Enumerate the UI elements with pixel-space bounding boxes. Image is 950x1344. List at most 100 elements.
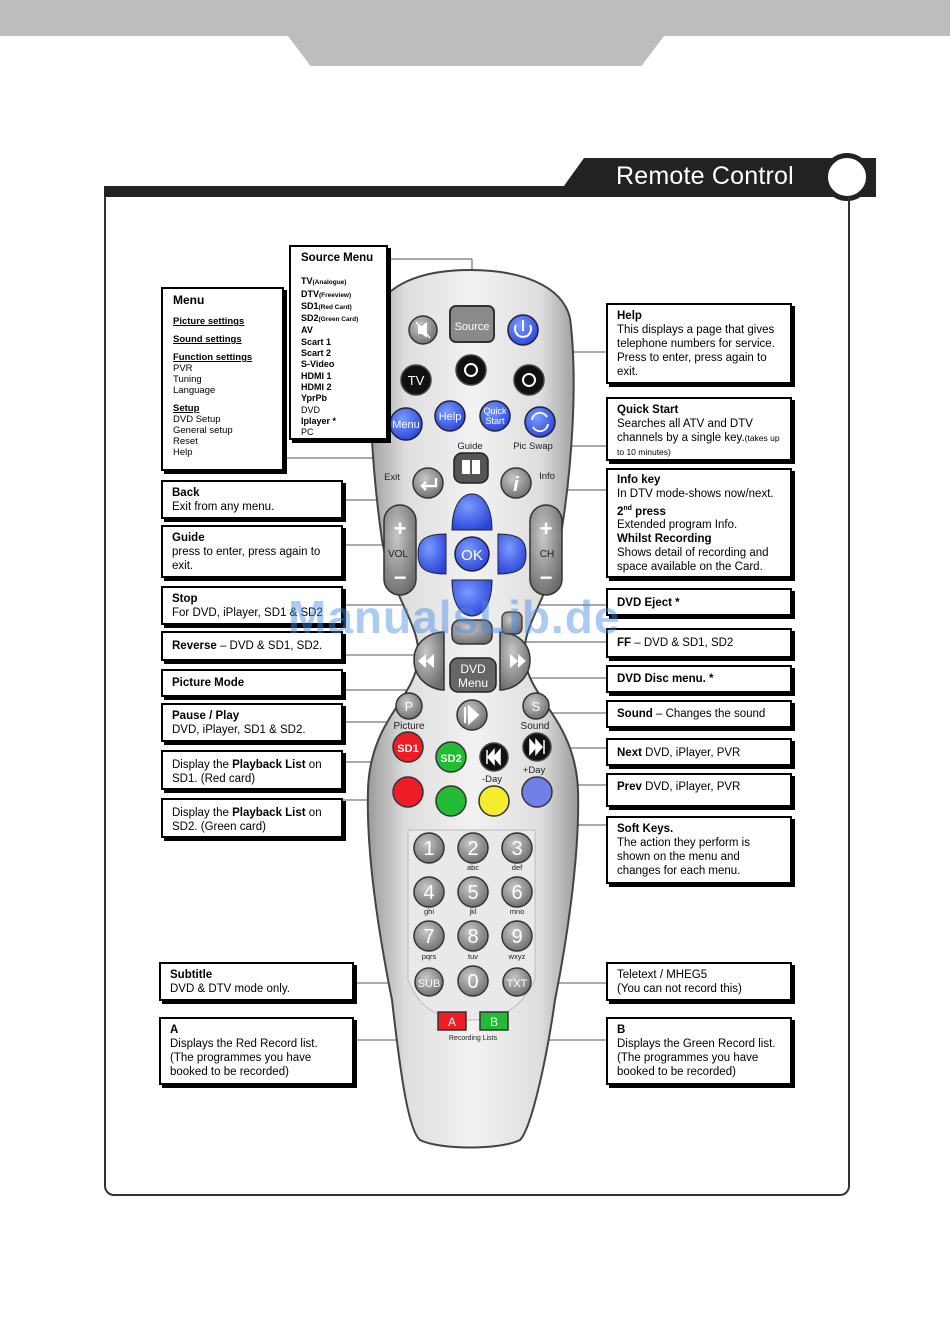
- svg-text:abc: abc: [467, 863, 479, 872]
- source-tv: TV(Analogue): [301, 276, 347, 287]
- svg-text:6: 6: [511, 882, 522, 904]
- yellow-soft-key: [478, 785, 510, 817]
- svg-text:DVD: DVD: [460, 662, 486, 676]
- svg-text:Start: Start: [485, 416, 505, 426]
- sd1-button: [392, 731, 424, 763]
- record-list-a-button: [437, 1011, 467, 1031]
- blue-soft-key: [521, 776, 553, 808]
- info-button: [500, 467, 532, 499]
- svg-text:Guide: Guide: [457, 441, 482, 452]
- soft-keys-callout: Soft Keys.The action they perform is sho…: [606, 816, 792, 884]
- svg-text:Menu: Menu: [392, 419, 420, 431]
- svg-text:Info: Info: [539, 471, 555, 482]
- dpad-right: [497, 533, 527, 575]
- svg-text:jkl: jkl: [468, 907, 476, 916]
- svg-text:Menu: Menu: [458, 676, 488, 690]
- dpad-left: [417, 533, 447, 575]
- source-sd2: SD2(Green Card): [301, 313, 359, 324]
- svg-text:A: A: [448, 1015, 456, 1029]
- watermark: ManualsLib.de: [288, 591, 621, 643]
- pic-swap-button: [524, 406, 556, 438]
- svg-text:ghi: ghi: [424, 907, 434, 916]
- svg-text:0: 0: [467, 971, 478, 993]
- header-bar: [104, 186, 624, 197]
- svg-text:Source: Source: [455, 321, 490, 333]
- svg-text:Picture: Picture: [393, 721, 425, 732]
- svg-text:Help: Help: [439, 411, 462, 423]
- menu-button: [389, 407, 423, 441]
- stop-button: [451, 619, 493, 645]
- dvd-menu-button: [449, 657, 497, 693]
- volume-rocker: [383, 504, 417, 596]
- svg-text:tuv: tuv: [468, 952, 478, 961]
- svg-text:+: +: [540, 516, 553, 541]
- svg-text:Recording Lists: Recording Lists: [449, 1035, 498, 1042]
- green-soft-key: [435, 785, 467, 817]
- tv-button: [400, 364, 432, 396]
- svg-text:SD1: SD1: [397, 743, 418, 755]
- dpad-up: [451, 493, 493, 531]
- guide-button: [453, 452, 489, 484]
- svg-text:mno: mno: [510, 907, 525, 916]
- page-title: Remote Control: [616, 162, 794, 190]
- dvd-disc-menu-callout: DVD Disc menu. *: [606, 665, 792, 693]
- menu-callout: Menu Picture settings Sound settings Fun…: [161, 287, 284, 471]
- svg-text:−: −: [540, 565, 553, 590]
- source-dtv: DTV(Freeview): [301, 288, 352, 299]
- info-key-callout: Info key In DTV mode-shows now/next. 2nd…: [606, 468, 792, 578]
- svg-text:+: +: [394, 516, 407, 541]
- svg-text:SUB: SUB: [418, 978, 441, 990]
- svg-text:2: 2: [467, 838, 478, 860]
- svg-text:SD2: SD2: [440, 753, 461, 765]
- record-list-b-button: [479, 1011, 509, 1031]
- svg-text:Sound: Sound: [521, 721, 550, 732]
- source-sd1: SD1(Red Card): [301, 300, 352, 311]
- next-callout: Next DVD, iPlayer, PVR: [606, 738, 792, 766]
- content-frame: [104, 196, 850, 1196]
- svg-text:TV: TV: [408, 373, 425, 388]
- back-button: [412, 467, 444, 499]
- svg-text:Pic Swap: Pic Swap: [513, 441, 553, 452]
- top-tab: [288, 36, 664, 66]
- svg-text:S: S: [532, 699, 541, 714]
- reverse-callout: Reverse – DVD & SD1, SD2.: [161, 631, 343, 661]
- svg-text:9: 9: [511, 926, 522, 948]
- header-tab: [556, 158, 876, 197]
- picture-mode-button: [395, 692, 423, 720]
- svg-text:def: def: [512, 863, 523, 872]
- subtitle-button: [414, 967, 444, 997]
- sound-callout: Sound – Changes the sound: [606, 700, 792, 728]
- svg-text:B: B: [490, 1015, 498, 1029]
- svg-text:4: 4: [423, 882, 434, 904]
- svg-text:Quick: Quick: [483, 406, 507, 416]
- svg-text:-Day: -Day: [482, 774, 502, 785]
- svg-text:−: −: [394, 565, 407, 590]
- svg-text:CH: CH: [540, 549, 554, 560]
- svg-text:5: 5: [467, 882, 478, 904]
- ff-callout: FF – DVD & SD1, SD2: [606, 628, 792, 658]
- svg-text:i: i: [513, 474, 519, 496]
- ok-button: [454, 536, 490, 572]
- svg-text:wxyz: wxyz: [508, 952, 526, 961]
- svg-text:7: 7: [423, 926, 434, 948]
- source-menu-callout: Source Menu TV(Analogue) DTV(Freeview) S…: [289, 245, 388, 440]
- eject-button: [501, 611, 523, 635]
- svg-text:3: 3: [511, 838, 522, 860]
- sd2-button: [435, 741, 467, 773]
- svg-text:OK: OK: [461, 547, 483, 564]
- playlist-sd2-callout: Display the Playback List on SD2. (Green…: [161, 798, 343, 838]
- svg-text:VOL: VOL: [388, 549, 408, 560]
- svg-text:1: 1: [423, 838, 434, 860]
- channel-rocker: [529, 504, 563, 596]
- iplayer-button: [455, 354, 487, 386]
- prev-callout: Prev DVD, iPlayer, PVR: [606, 773, 792, 807]
